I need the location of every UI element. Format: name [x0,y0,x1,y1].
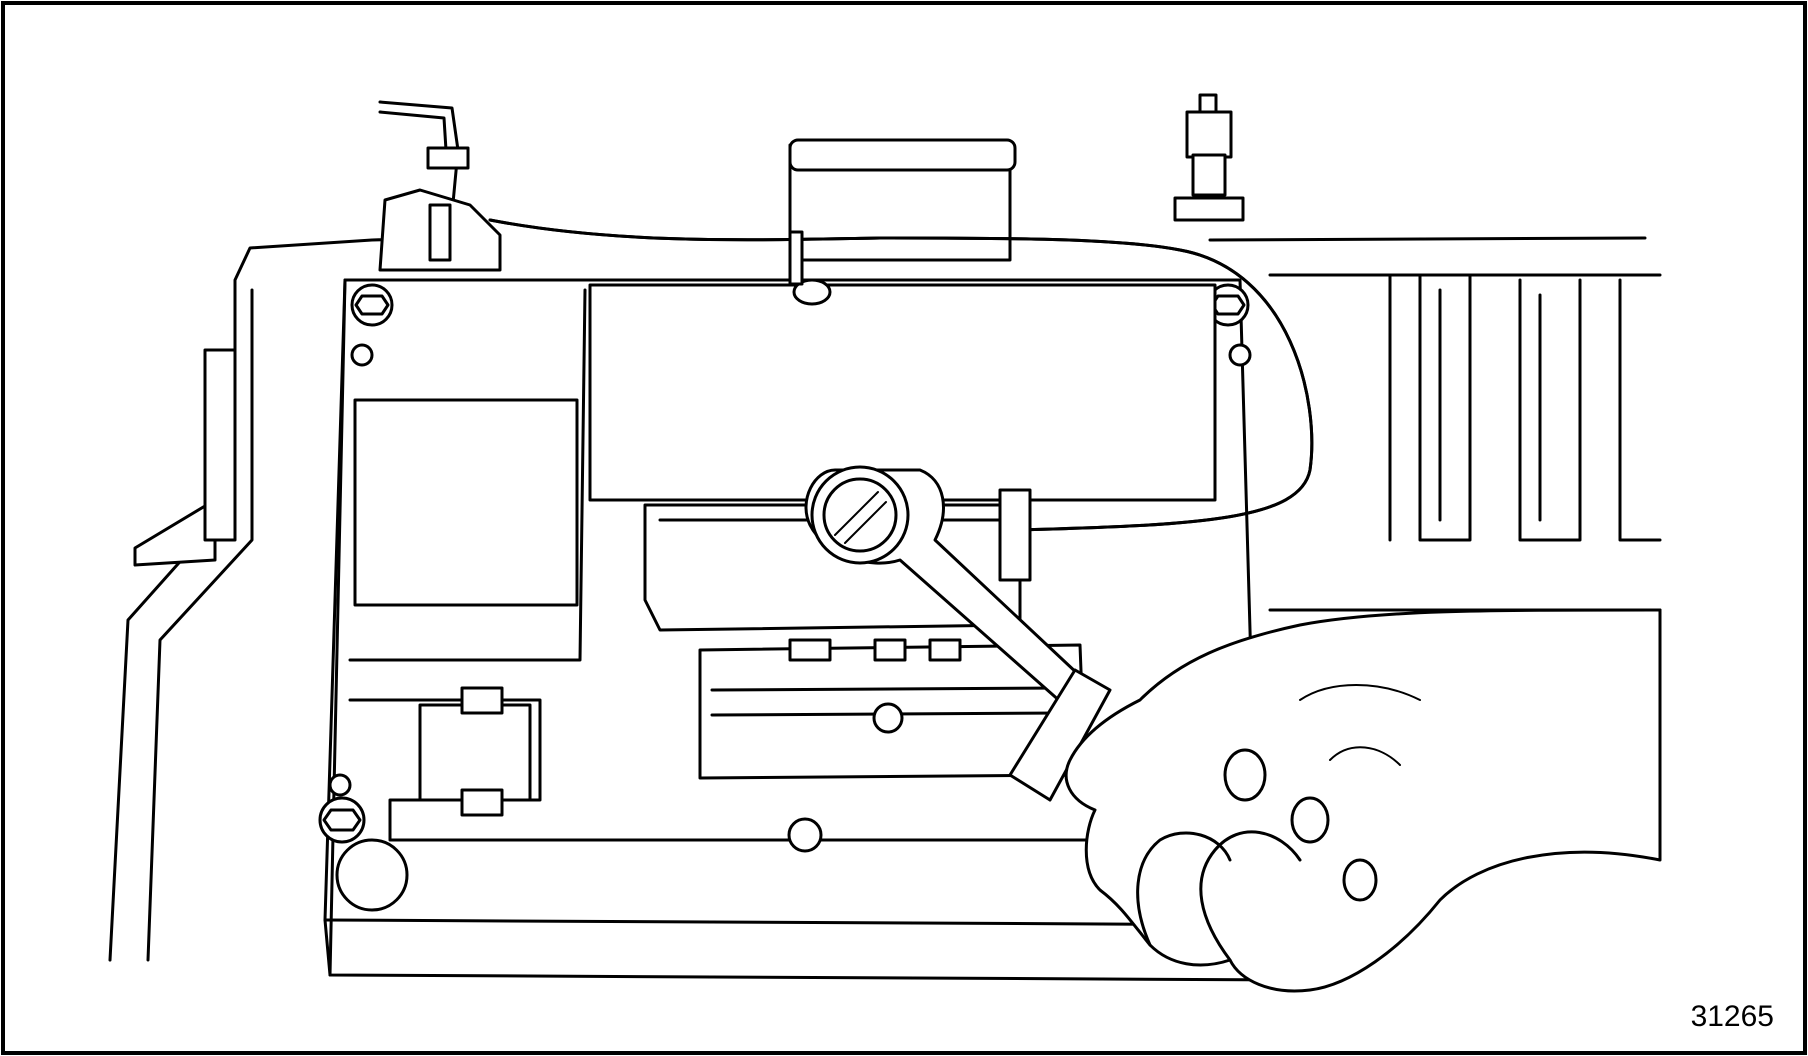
sensor-top-right [1173,93,1245,222]
thumb-nail [1223,748,1267,802]
wrench-tool [804,465,1112,802]
left-housing [108,234,502,962]
label-plate [353,398,579,607]
wiring-harness [488,218,1314,532]
mounting-bolts [318,283,1252,912]
intake-duct [788,138,1017,306]
harness-clip [788,230,804,286]
right-manifold [1208,236,1662,647]
figure-number: 31265 [1690,1000,1774,1033]
connector-block [418,703,532,802]
finger-nail [1290,796,1330,844]
harness-plug [998,488,1032,582]
hand [1064,608,1662,993]
ecu-connector [698,638,1087,780]
pipe-top-left [378,100,502,272]
